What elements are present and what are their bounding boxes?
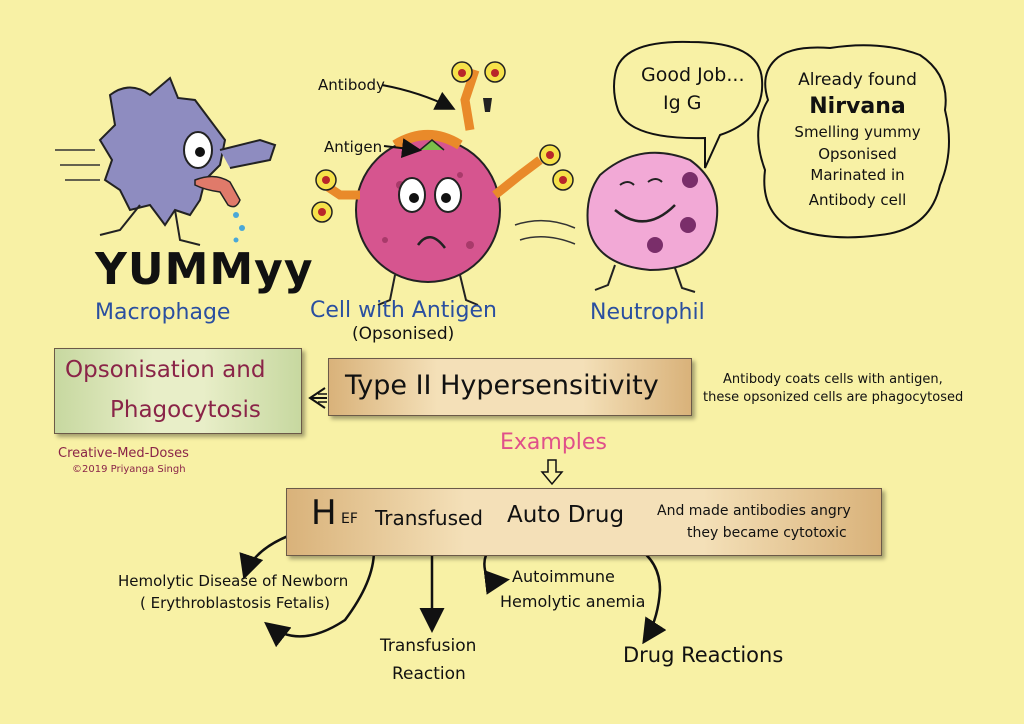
speech-line-1: Good Job... — [641, 64, 745, 86]
transfusion-line-2: Reaction — [392, 664, 466, 684]
opsonisation-line-2: Phagocytosis — [110, 397, 261, 423]
thought-line-3: Smelling yummy — [794, 122, 921, 141]
type-ii-box: Type II Hypersensitivity — [328, 358, 692, 416]
opsonised-sublabel: (Opsonised) — [352, 324, 455, 344]
aiha-line-2: Hemolytic anemia — [500, 592, 646, 611]
thought-line-2: Nirvana — [809, 94, 906, 120]
thought-line-1: Already found — [798, 70, 917, 90]
examples-heading: Examples — [500, 430, 607, 455]
examples-box: H EF Transfused Auto Drug And made antib… — [286, 488, 882, 556]
type-ii-title: Type II Hypersensitivity — [345, 370, 659, 401]
macrophage-label: Macrophage — [95, 300, 231, 325]
examples-transfused: Transfused — [375, 506, 483, 530]
description-line-1: Antibody coats cells with antigen, — [723, 372, 943, 387]
opsonisation-box: Opsonisation and Phagocytosis — [54, 348, 302, 434]
transfusion-line-1: Transfusion — [380, 636, 477, 656]
yummy-text: YUMMyy — [95, 244, 314, 295]
credit-line-1: Creative-Med-Doses — [58, 446, 189, 461]
drug-reactions: Drug Reactions — [623, 643, 784, 667]
antigen-pointer-label: Antigen — [324, 138, 383, 156]
neutrophil-label: Neutrophil — [590, 300, 705, 325]
thought-bubble-text: Already found Nirvana Smelling yummy Ops… — [770, 70, 945, 210]
cell-with-antigen-label: Cell with Antigen — [310, 298, 497, 323]
opsonisation-line-1: Opsonisation and — [65, 357, 266, 383]
antigen-cell-drawing — [311, 61, 574, 306]
speech-bubble-shape — [613, 40, 764, 169]
antibody-pointer-label: Antibody — [318, 76, 385, 94]
credit-line-2: ©2019 Priyanga Singh — [72, 464, 186, 475]
speech-line-2: Ig G — [663, 92, 702, 114]
neutrophil-drawing — [514, 151, 719, 293]
hdn-line-1: Hemolytic Disease of Newborn — [118, 572, 349, 590]
thought-line-6: Antibody cell — [808, 191, 907, 209]
thought-bubble-shape — [757, 44, 950, 239]
examples-note-2: they became cytotoxic — [687, 525, 847, 541]
macrophage-drawing — [55, 76, 277, 246]
description-line-2: these opsonized cells are phagocytosed — [703, 390, 964, 405]
examples-note-1: And made antibodies angry — [657, 503, 851, 519]
examples-auto-drug: Auto Drug — [507, 502, 625, 528]
examples-h-big: H — [311, 493, 337, 533]
thought-line-5: Marinated in — [810, 166, 905, 185]
thought-line-4: Opsonised — [818, 144, 897, 163]
aiha-line-1: Autoimmune — [512, 567, 615, 586]
examples-h-small: EF — [341, 511, 358, 527]
hdn-line-2: ( Erythroblastosis Fetalis) — [140, 594, 330, 612]
